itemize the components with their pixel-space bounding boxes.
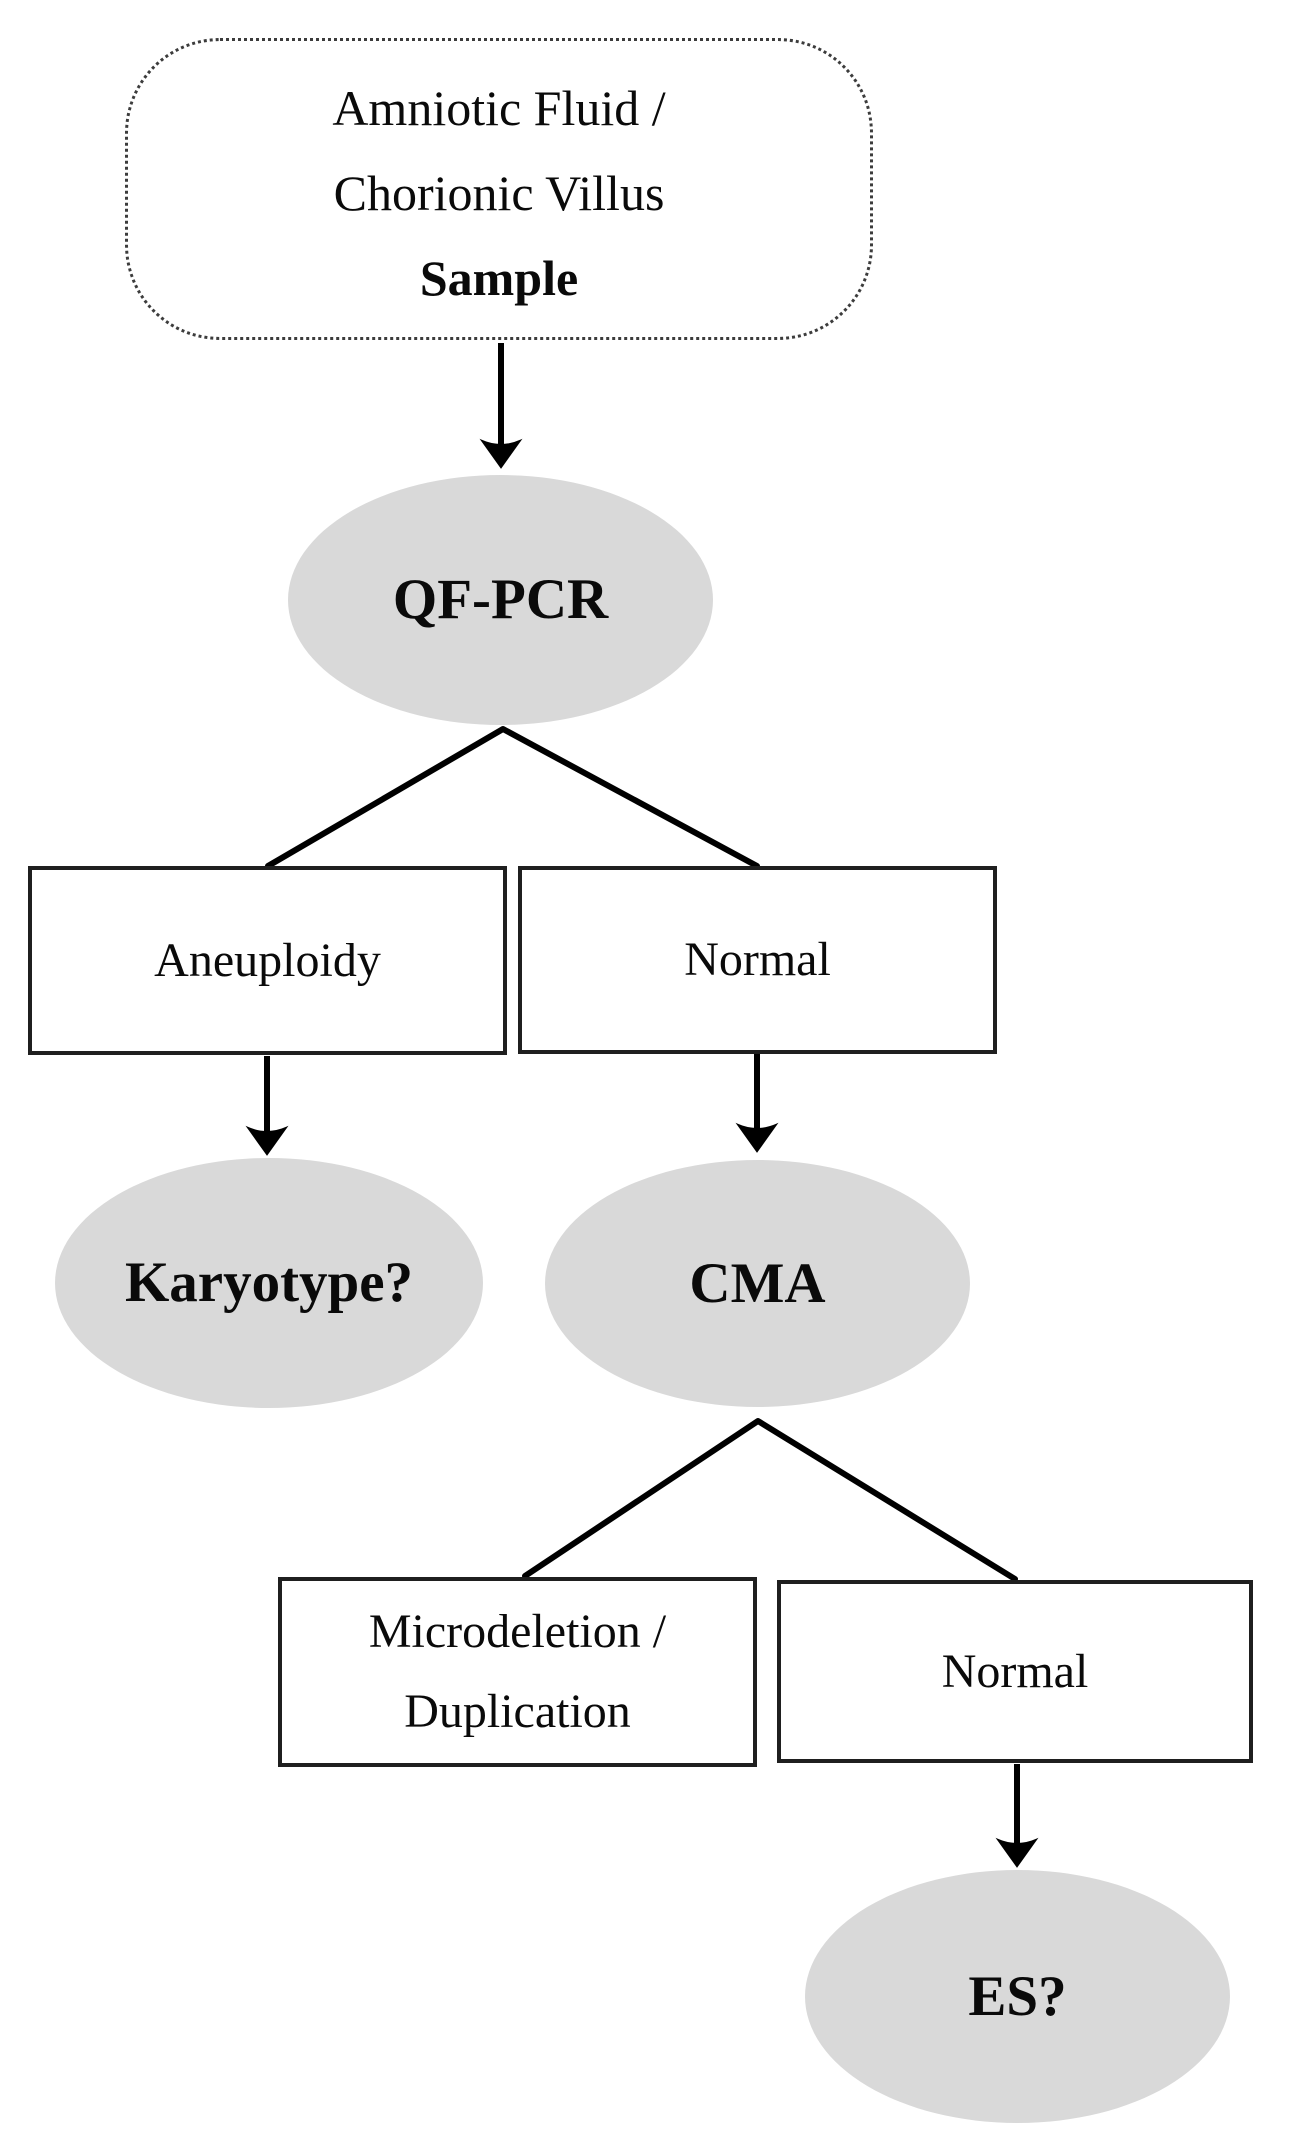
arrow-aneuploidy-to-karyotype-head xyxy=(245,1125,289,1156)
node-karyotype-label: Karyotype? xyxy=(124,1251,414,1314)
arrow-normal2-to-es-head xyxy=(995,1837,1039,1868)
node-sample-line-2: Chorionic Villus xyxy=(333,164,665,221)
node-microdeletion-line-1: Microdeletion / xyxy=(368,1605,667,1658)
node-normal-qfpcr-label: Normal xyxy=(684,933,831,986)
node-karyotype: Karyotype? xyxy=(55,1158,483,1408)
arrow-normal1-to-cma-head xyxy=(735,1122,779,1153)
node-qfpcr: QF-PCR xyxy=(288,475,713,725)
node-sample-line-3: Sample xyxy=(419,249,579,306)
node-es-label: ES? xyxy=(968,1964,1067,2028)
node-normal-cma-label: Normal xyxy=(941,1644,1089,1698)
node-microdeletion-line-2: Duplication xyxy=(404,1685,631,1738)
arrow-sample-to-qfpcr-head xyxy=(479,438,523,469)
node-aneuploidy-label: Aneuploidy xyxy=(154,933,381,987)
node-es: ES? xyxy=(805,1870,1230,2123)
node-qfpcr-label: QF-PCR xyxy=(392,568,609,631)
node-sample-line-1: Amniotic Fluid / xyxy=(332,79,666,136)
node-microdeletion: Microdeletion / Duplication xyxy=(278,1577,757,1767)
node-cma: CMA xyxy=(545,1160,970,1407)
node-cma-label: CMA xyxy=(689,1251,826,1315)
node-normal-qfpcr: Normal xyxy=(518,866,997,1054)
node-normal-cma: Normal xyxy=(777,1580,1253,1763)
node-aneuploidy: Aneuploidy xyxy=(28,866,507,1055)
line-cma-branches xyxy=(522,1418,1018,1582)
line-qfpcr-branches xyxy=(265,726,760,869)
node-sample: Amniotic Fluid / Chorionic Villus Sample xyxy=(125,38,873,340)
